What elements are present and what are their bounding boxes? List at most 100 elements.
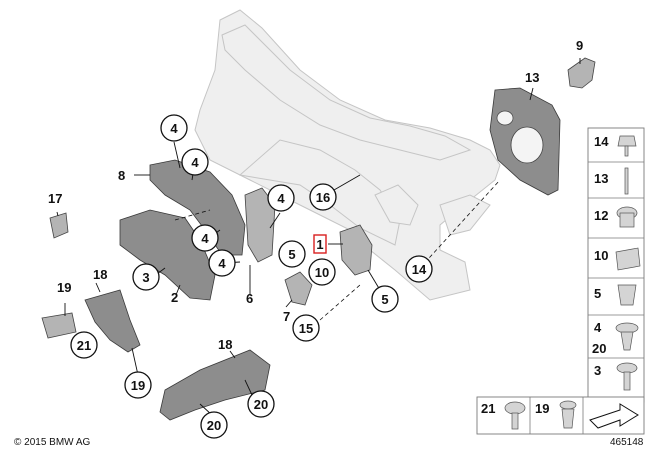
hardware-legend: 14 13 12 10 5 4 20 3 <box>587 127 645 403</box>
legend-label: 4 <box>594 320 602 335</box>
callout-label: 4 <box>191 155 199 170</box>
callout-5b[interactable]: 5 <box>371 285 399 313</box>
callout-label: 19 <box>57 280 71 295</box>
callout-3[interactable]: 3 <box>132 263 160 291</box>
screw-21-shank-icon <box>511 412 519 430</box>
clip-19-head-icon <box>559 400 577 410</box>
callout-label: 20 <box>207 418 221 433</box>
callout-10[interactable]: 10 <box>308 258 336 286</box>
bottom-legend: 21 19 <box>476 396 645 435</box>
clip-19-body-icon <box>561 408 575 429</box>
callout-13[interactable]: 14 <box>405 255 433 283</box>
callout-label: 10 <box>315 265 329 280</box>
legend-item-3[interactable]: 3 <box>594 362 638 391</box>
callout-label: 18 <box>218 337 232 352</box>
legend-label: 19 <box>535 401 549 416</box>
diagram-number: 465148 <box>610 437 644 448</box>
legend-label: 10 <box>594 248 608 263</box>
callout-4d[interactable]: 4 <box>208 249 236 277</box>
callout-label: 1 <box>316 237 323 252</box>
callout-label: 17 <box>48 191 62 206</box>
expanding-rivet-icon <box>617 284 637 306</box>
nut-icon <box>617 135 637 147</box>
legend-item-14[interactable]: 14 <box>594 134 637 157</box>
callout-4c[interactable]: 4 <box>191 224 219 252</box>
callout-label: 4 <box>201 231 209 246</box>
callout-label: 7 <box>283 309 290 324</box>
callout-7[interactable]: 7 <box>283 309 290 324</box>
part-9-shape <box>567 57 596 89</box>
callout-21[interactable]: 21 <box>70 331 98 359</box>
callout-14[interactable]: 15 <box>292 314 320 342</box>
screw-head-icon <box>616 362 638 374</box>
legend-label: 12 <box>594 208 608 223</box>
callout-label: 14 <box>412 262 427 277</box>
callout-19a[interactable]: 19 <box>124 371 152 399</box>
legend-label: 3 <box>594 363 601 378</box>
callout-label: 19 <box>131 378 145 393</box>
legend-item-13[interactable]: 13 <box>594 167 629 195</box>
callout-label: 2 <box>171 290 178 305</box>
callout-5a[interactable]: 5 <box>278 240 306 268</box>
legend-item-21[interactable]: 21 <box>481 401 526 430</box>
callout-label: 4 <box>170 121 178 136</box>
legend-item-5[interactable]: 5 <box>594 284 637 306</box>
grommet-body-icon <box>619 212 635 228</box>
direction-arrow <box>589 403 639 429</box>
part-11-shape <box>489 87 561 196</box>
callout-label: 4 <box>218 256 226 271</box>
callout-2[interactable]: 2 <box>171 290 178 305</box>
part-7-shape <box>284 271 313 306</box>
legend-label: 14 <box>594 134 609 149</box>
callout-label: 5 <box>381 292 388 307</box>
legend-item-4-20[interactable]: 4 20 <box>592 320 639 356</box>
callout-label: 15 <box>299 321 313 336</box>
callout-label: 13 <box>525 70 539 85</box>
callout-9[interactable]: 9 <box>576 38 583 53</box>
part-6-shape <box>244 187 276 263</box>
callout-label: 21 <box>77 338 91 353</box>
callout-6[interactable]: 6 <box>246 291 253 306</box>
callout-label: 18 <box>93 267 107 282</box>
screw-21-head-icon <box>504 401 526 415</box>
legend-label: 20 <box>592 341 606 356</box>
part-2-shape <box>119 209 216 301</box>
highlight-box <box>313 234 327 254</box>
legend-item-10[interactable]: 10 <box>594 247 641 271</box>
callout-15[interactable]: 17 <box>48 191 62 206</box>
legend-item-12[interactable]: 12 <box>594 206 638 228</box>
callout-label: 6 <box>246 291 253 306</box>
part-15-shape <box>49 212 69 239</box>
callout-label: 20 <box>254 397 268 412</box>
clip-nut-icon <box>615 247 641 271</box>
callout-11[interactable]: 13 <box>525 70 539 85</box>
part-17-shape <box>41 312 77 339</box>
legend-label: 5 <box>594 286 601 301</box>
clip-stem-icon <box>620 331 634 351</box>
callout-label: 9 <box>576 38 583 53</box>
copyright-text: © 2015 BMW AG <box>14 437 91 448</box>
callout-label: 16 <box>316 190 330 205</box>
legend-item-19[interactable]: 19 <box>535 400 577 429</box>
callout-20[interactable]: 20 <box>247 390 275 418</box>
callout-12[interactable]: 16 <box>309 183 337 211</box>
callout-17[interactable]: 19 <box>57 280 71 295</box>
callout-18[interactable]: 18 <box>218 337 232 352</box>
legend-label: 13 <box>594 171 608 186</box>
callout-label: 4 <box>277 191 285 206</box>
callout-1[interactable]: 1 <box>313 234 327 254</box>
callout-19b[interactable]: 20 <box>200 411 228 439</box>
part-16-shape <box>84 289 141 353</box>
callout-label: 5 <box>288 247 295 262</box>
callout-4e[interactable]: 4 <box>267 184 295 212</box>
callout-8[interactable]: 8 <box>118 168 125 183</box>
leader-lines <box>56 58 581 416</box>
stud-icon <box>624 167 629 195</box>
callout-label: 3 <box>142 270 149 285</box>
callout-4a[interactable]: 4 <box>160 114 188 142</box>
clip-head-icon <box>615 322 639 334</box>
callout-16[interactable]: 18 <box>93 267 107 282</box>
nut-stem-icon <box>624 145 629 157</box>
callout-4b[interactable]: 4 <box>181 148 209 176</box>
